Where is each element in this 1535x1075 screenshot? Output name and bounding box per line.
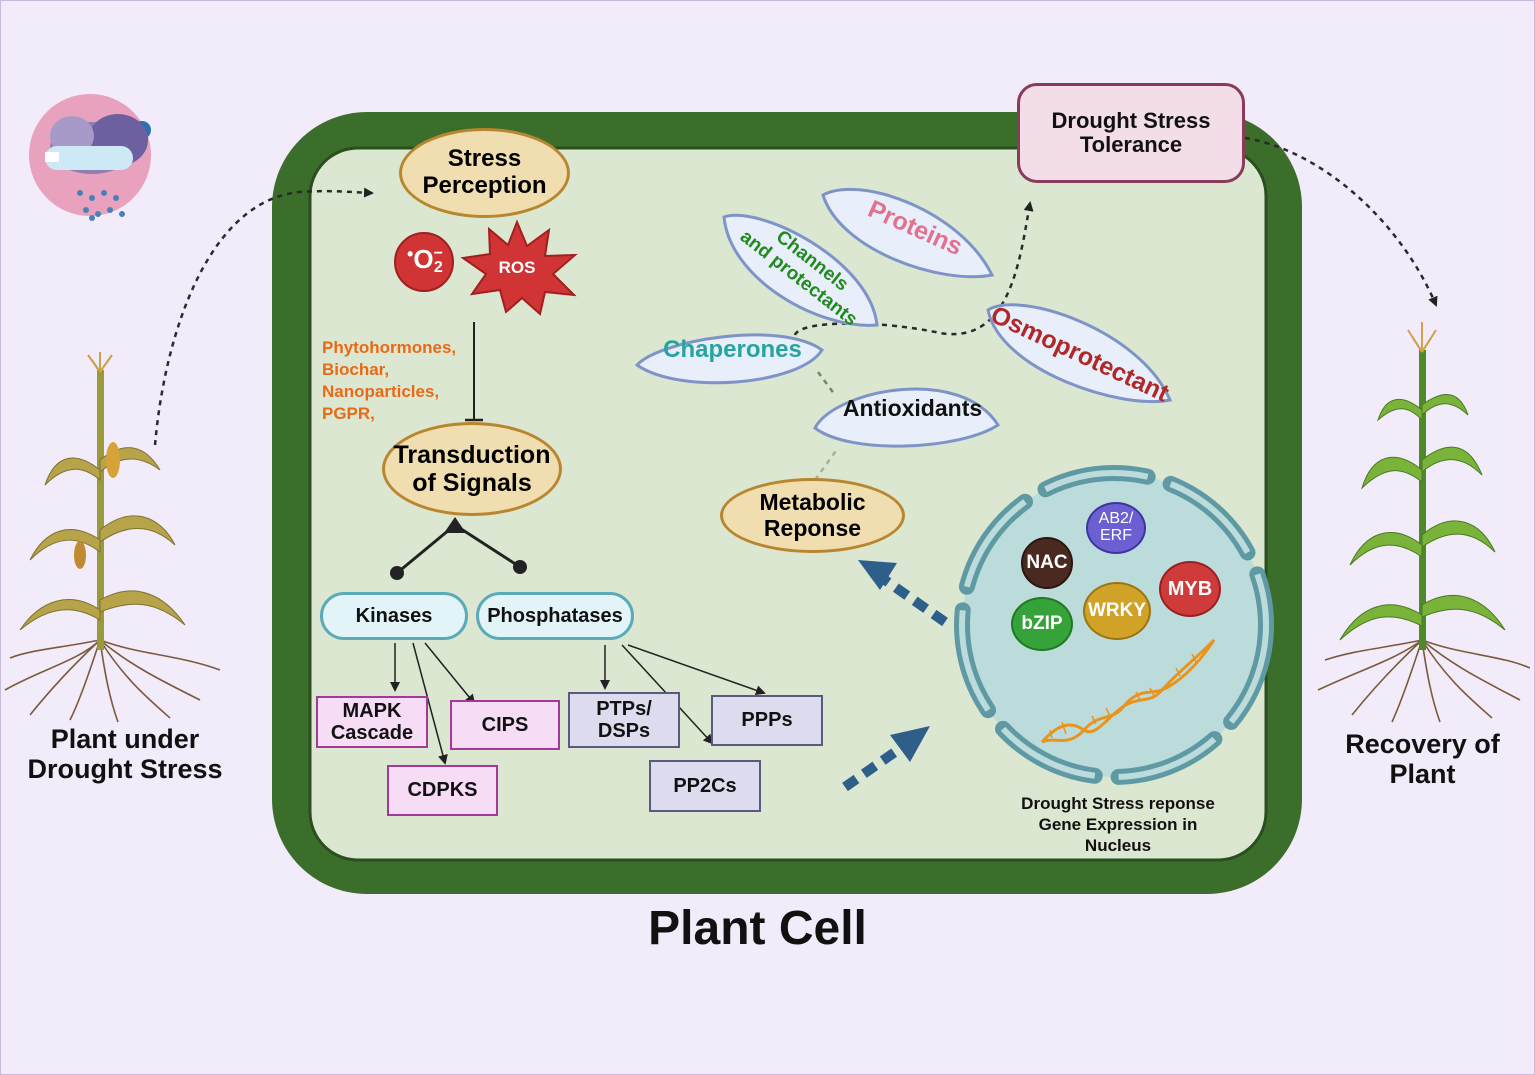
mapk-cascade-node: MAPK Cascade (316, 696, 428, 748)
leaf-antioxidants (813, 387, 1001, 448)
stress-perception-line1: Stress (447, 145, 522, 173)
tf-ab2-erf: AB2/ ERF (1086, 502, 1146, 554)
branch-left (396, 523, 456, 575)
superoxide-label: •O−2 (400, 244, 450, 280)
tf-nac: NAC (1021, 537, 1073, 589)
transduction-node: Transduction of Signals (382, 422, 562, 516)
ros-burst-icon (460, 219, 578, 316)
tolerance-arrow (793, 201, 1034, 336)
branch-dot-right (513, 560, 527, 574)
metabolic-link (813, 447, 840, 481)
leaf-proteins (821, 187, 995, 279)
treatment-item: Phytohormones, (322, 338, 457, 357)
superoxide-symbol: O (413, 244, 434, 274)
arrow-to-ppps (627, 644, 766, 696)
superoxide-circle (394, 232, 454, 292)
nuclear-envelope-inner (959, 470, 1269, 780)
plant-under-stress-label: Plant under Drought Stress (10, 724, 240, 784)
tolerance-line1: Drought Stress (1051, 107, 1211, 133)
metabolic-line2: Reponse (763, 514, 862, 541)
stress-perception-line2: Perception (422, 172, 547, 199)
plant-left-line1: Plant under (50, 724, 200, 754)
plant-right-line2: Plant (1389, 759, 1456, 790)
nucleus-caption-line3: Nucleus (1084, 836, 1152, 855)
ab2-line2: ERF (1100, 527, 1132, 544)
pp2cs-node: PP2Cs (649, 760, 761, 812)
signal-to-nucleus-arrow (842, 726, 930, 792)
plant-left-line2: Drought Stress (27, 754, 223, 785)
ros-label: ROS (498, 258, 536, 277)
leaf-chaperones (634, 333, 825, 385)
phosphatases-node: Phosphatases (476, 592, 634, 640)
leaf-osmoprotectant (986, 303, 1173, 403)
treatment-item: Nanoparticles, (322, 382, 440, 401)
mapk-line2: Cascade (330, 722, 414, 744)
arrow-to-cdpks (412, 642, 448, 765)
tolerance-node: Drought Stress Tolerance (1017, 83, 1245, 183)
ptps-dsps-node: PTPs/ DSPs (568, 692, 680, 748)
arrow-to-cips (424, 642, 476, 705)
ab2-line1: AB2/ (1098, 510, 1134, 528)
nucleus-caption-line1: Drought Stress reponse (1021, 794, 1215, 813)
stress-perception-node: Stress Perception (399, 128, 570, 218)
plant-right-line1: Recovery of (1345, 729, 1500, 759)
recovered-plant-icon (1317, 322, 1531, 723)
ppps-node: PPPs (711, 695, 823, 746)
plant-recovery-label: Recovery of Plant (1320, 729, 1525, 789)
cell-title: Plant Cell (648, 902, 867, 955)
dna-helix-icon (1040, 638, 1216, 744)
rain-cloud-icon (29, 94, 151, 221)
nucleus-caption-line2: Gene Expression in (1038, 815, 1198, 834)
cips-node: CIPS (450, 700, 560, 750)
tf-bzip: bZIP (1011, 597, 1073, 651)
superoxide-charge: −2 (433, 244, 443, 276)
metabolic-line1: Metabolic (759, 488, 866, 515)
nucleus-caption: Drought Stress reponse Gene Expression i… (1000, 793, 1236, 856)
transduction-line2: of Signals (412, 469, 532, 497)
gene-to-metabolic-arrow (858, 560, 948, 627)
chaperones-label: Chaperones (663, 336, 802, 363)
kinases-node: Kinases (320, 592, 468, 640)
treatments-list: Phytohormones, Biochar, Nanoparticles, P… (322, 337, 482, 425)
cdpks-node: CDPKS (387, 765, 498, 816)
stress-input-arrow (153, 187, 374, 446)
drought-plant-icon (4, 352, 221, 723)
mapk-line1: MAPK (342, 700, 402, 722)
leaf-channels (722, 214, 879, 327)
transduction-line1: Transduction (393, 441, 551, 469)
branch-dot-left (390, 566, 404, 580)
antioxidants-label: Antioxidants (842, 395, 983, 421)
ptps-line1: PTPs/ (596, 698, 652, 720)
tf-myb: MYB (1159, 561, 1221, 617)
metabolic-response-node: Metabolic Reponse (720, 478, 905, 553)
treatment-item: PGPR, (322, 404, 375, 423)
tf-wrky: WRKY (1083, 582, 1151, 640)
radical-dot: • (407, 244, 414, 264)
treatment-item: Biochar, (322, 360, 390, 379)
branch-right (454, 523, 521, 569)
tolerance-line2: Tolerance (1079, 132, 1183, 157)
chaperone-link (816, 371, 837, 396)
ptps-line2: DSPs (597, 720, 651, 742)
